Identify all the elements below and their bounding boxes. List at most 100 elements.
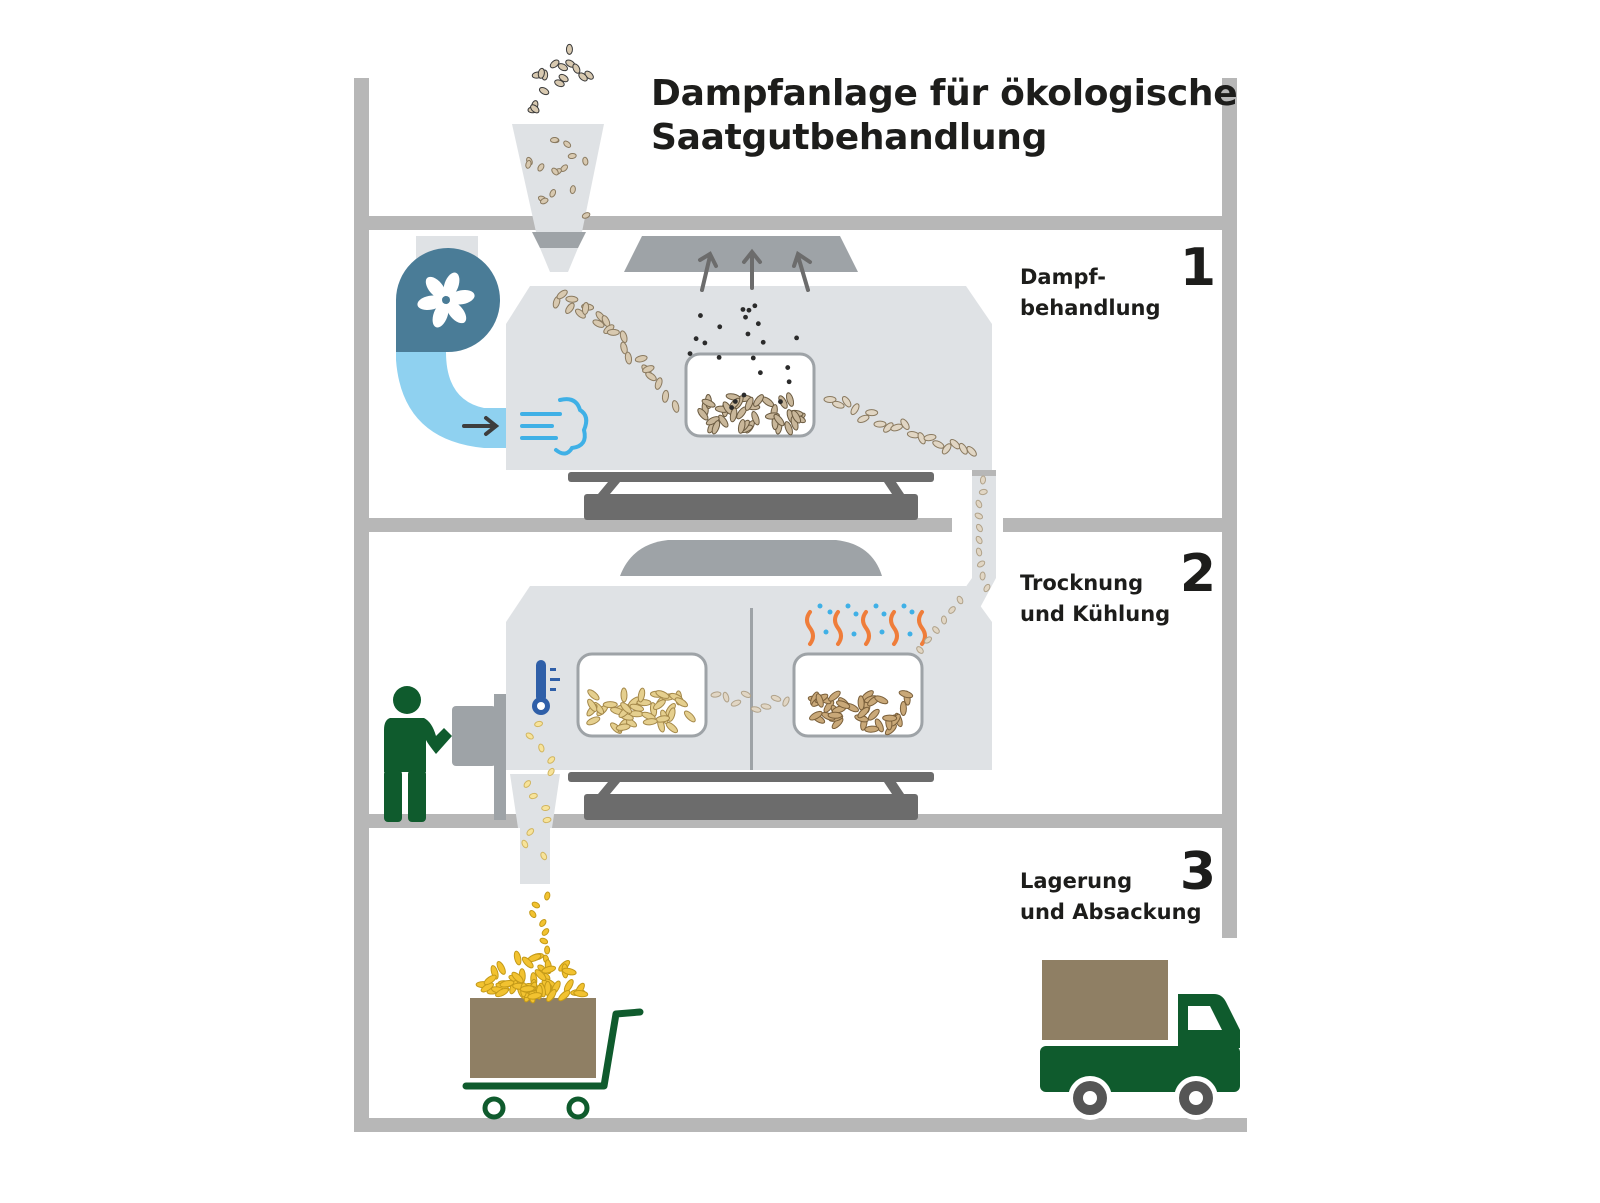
seed	[785, 392, 795, 407]
seed	[523, 780, 532, 788]
seed	[642, 718, 658, 726]
seed	[540, 851, 548, 861]
seed	[606, 328, 620, 336]
seed	[624, 351, 633, 365]
seed	[900, 418, 910, 430]
stage-1-label: Dampf- behandlung	[1020, 262, 1161, 324]
seed	[924, 636, 932, 644]
seed	[547, 767, 555, 777]
air-blow-icon	[520, 397, 589, 456]
seed	[750, 706, 762, 713]
seed	[645, 371, 657, 382]
seed	[683, 710, 696, 723]
seed	[634, 355, 648, 363]
seed	[782, 696, 790, 707]
seed	[558, 73, 569, 83]
seed	[549, 189, 557, 198]
seed	[586, 716, 601, 726]
seed	[642, 365, 655, 374]
seed	[592, 319, 605, 328]
golden-seed	[499, 979, 515, 988]
seed	[569, 185, 576, 195]
seed	[525, 159, 532, 169]
golden-seed	[527, 992, 543, 1000]
steam-machine	[506, 236, 992, 520]
seed	[549, 59, 560, 69]
spore-dot	[786, 379, 792, 385]
seed	[701, 398, 716, 408]
seed	[729, 407, 738, 423]
seed	[836, 700, 851, 709]
golden-seed	[483, 974, 497, 986]
spore-dot	[746, 307, 752, 313]
seed	[710, 691, 722, 698]
seed	[711, 420, 721, 435]
seed	[823, 396, 837, 404]
seed	[671, 400, 680, 413]
seed	[542, 816, 552, 824]
title-line-2: Saatgutbehandlung	[651, 117, 1048, 158]
spore-dot	[687, 351, 693, 356]
seed	[538, 743, 545, 753]
golden-seed	[521, 956, 534, 969]
cooling-dots	[817, 603, 915, 637]
seed	[760, 703, 772, 710]
seed	[828, 690, 841, 702]
seed	[784, 421, 793, 436]
golden-seed	[519, 985, 535, 993]
stage-3-number: 3	[1179, 842, 1216, 902]
seed	[975, 523, 983, 533]
seed	[619, 330, 628, 344]
seed	[978, 488, 988, 496]
seed	[547, 756, 556, 764]
seed	[697, 408, 709, 421]
hand-cart-icon	[462, 998, 644, 1120]
seed	[857, 695, 865, 711]
seed	[620, 687, 628, 703]
stage-3-line-2: und Absackung	[1020, 900, 1202, 924]
spore-dot	[750, 355, 756, 361]
seed	[587, 698, 598, 712]
golden-seed	[511, 971, 524, 984]
seed	[655, 690, 670, 699]
seed	[521, 839, 529, 849]
seed	[581, 212, 591, 219]
seed	[539, 918, 547, 928]
seed	[841, 396, 852, 408]
seed	[587, 689, 600, 701]
seed	[529, 909, 537, 919]
seed	[867, 708, 880, 721]
seed	[916, 646, 924, 654]
seed	[539, 937, 549, 945]
seed	[966, 446, 977, 457]
seed	[773, 413, 785, 427]
seed	[554, 79, 565, 88]
stage-2-line-2: und Kühlung	[1020, 602, 1171, 626]
seed	[923, 433, 937, 442]
seed	[857, 706, 870, 719]
seed-hopper	[512, 124, 604, 272]
golden-seed	[496, 961, 506, 975]
seed	[563, 140, 572, 148]
spore-dot	[717, 324, 723, 330]
seed	[975, 535, 983, 545]
seed	[538, 86, 550, 96]
seed	[578, 72, 588, 82]
stage-1-line-2: behandlung	[1020, 296, 1161, 320]
seed	[718, 414, 729, 428]
seed	[737, 419, 746, 434]
seed	[815, 693, 824, 708]
seed	[526, 828, 535, 836]
seed	[620, 702, 633, 714]
seed	[722, 691, 730, 703]
steam-arrows-icon	[698, 248, 812, 292]
spore-dot	[760, 339, 766, 345]
stage-3-label: Lagerung und Absackung	[1020, 866, 1202, 928]
seed	[770, 694, 782, 702]
spore-dot	[794, 335, 799, 341]
seed	[537, 67, 545, 79]
spore-dot	[693, 336, 699, 342]
spore-dot	[755, 321, 761, 327]
spore-dot	[757, 370, 763, 376]
spore-dot	[729, 405, 735, 410]
